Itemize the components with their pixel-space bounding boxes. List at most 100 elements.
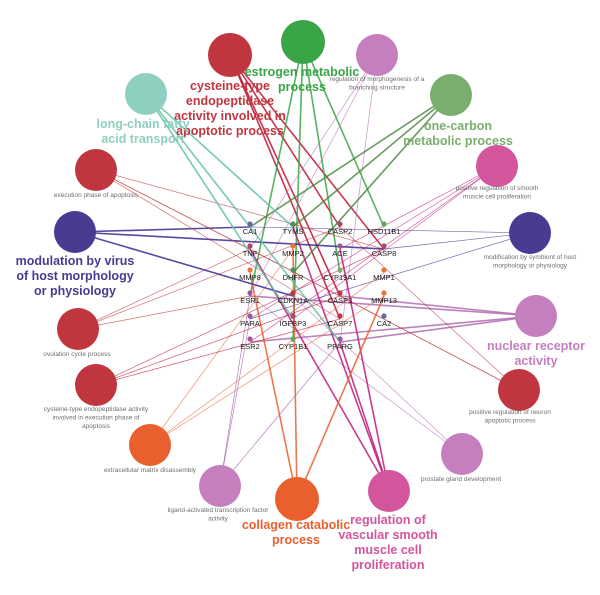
- edge-t_morph-TNF: [249, 54, 378, 250]
- gene-node-CASP2[interactable]: [337, 221, 343, 227]
- gene-node-CASP3[interactable]: [337, 290, 343, 296]
- term-label-line: positive regulation of neuron: [469, 409, 551, 416]
- term-label-line: endopeptidase: [186, 94, 274, 108]
- gene-node-CASP7[interactable]: [337, 313, 343, 319]
- term-label-line: extracellular matrix disassembly: [104, 467, 197, 474]
- gene-node-PARA[interactable]: [247, 313, 253, 319]
- term-label-line: activity: [514, 354, 557, 368]
- gene-node-HSD11B1[interactable]: [381, 221, 387, 227]
- edge-t_cys_apop-CASP2: [229, 54, 341, 228]
- term-label-line: regulation of: [350, 513, 427, 527]
- term-label-line: proliferation: [352, 558, 425, 572]
- gene-label-TYMS: TYMS: [283, 227, 304, 236]
- term-node-t_neuron[interactable]: [498, 369, 540, 411]
- edge-layer: [74, 41, 537, 500]
- gene-label-IGFBP3: IGFBP3: [280, 319, 307, 328]
- term-node-t_collagen[interactable]: [275, 477, 319, 521]
- edge-t_reg_smooth-TYMS: [292, 226, 390, 492]
- gene-node-CYP1B1[interactable]: [290, 336, 296, 342]
- edge-t_mod_virus-CDKN1A: [74, 231, 294, 297]
- term-label-line: long-chain fatty: [96, 117, 189, 131]
- term-label-t_pos_smooth: positive regulation of smooth muscle cell…: [456, 185, 539, 201]
- edge-t_exec_phase-TNF: [95, 169, 251, 250]
- edge-t_collagen-MMP8: [249, 272, 298, 500]
- term-node-t_ecm[interactable]: [129, 424, 171, 466]
- term-label-line: acid transport: [101, 132, 185, 146]
- term-node-t_ligand[interactable]: [199, 465, 241, 507]
- term-node-t_cys_apop[interactable]: [208, 33, 252, 77]
- term-node-t_mod_sym[interactable]: [509, 212, 551, 254]
- term-node-t_estrogen[interactable]: [281, 20, 325, 64]
- term-label-line: positive regulation of smooth: [456, 185, 539, 192]
- term-label-line: involved in execution phase of: [52, 415, 139, 422]
- edge-t_ligand-PARA: [219, 318, 251, 487]
- gene-node-ESR1[interactable]: [247, 290, 253, 296]
- gene-label-CA2: CA2: [377, 319, 392, 328]
- gene-label-ESR1: ESR1: [240, 296, 260, 305]
- term-node-t_pos_smooth[interactable]: [476, 145, 518, 187]
- edge-t_nuclear-CASP3: [339, 295, 537, 317]
- gene-node-MMP2[interactable]: [290, 243, 296, 249]
- gene-label-PARA: PARA: [240, 319, 260, 328]
- term-node-t_prostate[interactable]: [441, 433, 483, 475]
- edge-t_prostate-CDKN1A: [292, 295, 463, 455]
- term-label-line: morphology or physiology: [493, 263, 568, 270]
- edge-t_reg_smooth-PPARG: [339, 341, 390, 492]
- gene-node-MMP8[interactable]: [247, 267, 253, 273]
- gene-node-CA1[interactable]: [247, 221, 253, 227]
- edge-t_onecarbon-DHFR: [292, 94, 452, 274]
- gene-node-ESR2[interactable]: [247, 336, 253, 342]
- gene-node-TNF[interactable]: [247, 243, 253, 249]
- term-node-t_exec_phase[interactable]: [75, 149, 117, 191]
- edge-t_ovulation-TNF: [77, 248, 251, 330]
- term-node-t_ovulation[interactable]: [57, 308, 99, 350]
- edge-t_cys_exec-CASP7: [95, 318, 341, 386]
- gene-node-DHFR[interactable]: [290, 267, 296, 273]
- term-label-line: activity involved in: [174, 109, 286, 123]
- gene-node-IGFBP3[interactable]: [290, 313, 296, 319]
- term-label-t_prostate: prostate gland development: [421, 476, 501, 483]
- edge-t_nuclear-ESR2: [249, 315, 537, 343]
- edge-t_exec_phase-CASP7: [95, 169, 341, 320]
- edge-t_pos_smooth-ACE: [339, 165, 498, 250]
- gene-node-CASP8[interactable]: [381, 243, 387, 249]
- gene-label-CDKN1A: CDKN1A: [278, 296, 308, 305]
- term-node-t_morph[interactable]: [356, 34, 398, 76]
- term-node-t_onecarbon[interactable]: [430, 74, 472, 116]
- term-label-t_ecm: extracellular matrix disassembly: [104, 467, 197, 474]
- gene-label-ESR2: ESR2: [240, 342, 260, 351]
- edge-t_onecarbon-TYMS: [292, 94, 452, 228]
- term-label-line: apoptotic process: [485, 418, 537, 425]
- gene-label-TNF: TNF: [243, 249, 258, 258]
- term-node-t_longchain[interactable]: [125, 73, 167, 115]
- gene-node-MMP1[interactable]: [381, 267, 387, 273]
- gene-node-PPARG[interactable]: [337, 336, 343, 342]
- term-node-t_cys_exec[interactable]: [75, 364, 117, 406]
- edge-t_prostate-ESR1: [249, 295, 463, 455]
- edge-t_longchain-PPARG: [145, 93, 341, 343]
- term-node-t_nuclear[interactable]: [515, 295, 557, 337]
- gene-node-CDKN1A[interactable]: [290, 290, 296, 296]
- gene-node-TYMS[interactable]: [290, 221, 296, 227]
- term-label-t_neuron: positive regulation of neuron apoptotic p…: [469, 409, 551, 425]
- term-label-line: muscle cell proliferation: [463, 194, 531, 201]
- gene-label-MMP13: MMP13: [371, 296, 397, 305]
- term-node-t_mod_virus[interactable]: [54, 211, 96, 253]
- term-label-line: regulation of morphogenesis of a: [330, 76, 425, 83]
- edge-t_morph-ESR1: [249, 54, 378, 297]
- term-node-t_reg_smooth[interactable]: [368, 470, 410, 512]
- edge-t_cys_apop-CASP3: [229, 54, 341, 297]
- term-label-line: nuclear receptor: [487, 339, 585, 353]
- gene-node-ACE[interactable]: [337, 243, 343, 249]
- gene-label-CYP19A1: CYP19A1: [324, 273, 357, 282]
- gene-label-DHFR: DHFR: [283, 273, 304, 282]
- gene-node-CA2[interactable]: [381, 313, 387, 319]
- edge-t_ligand-PPARG: [219, 341, 341, 487]
- gene-node-CYP19A1[interactable]: [337, 267, 343, 273]
- edge-t_reg_smooth-ACE: [339, 248, 390, 492]
- gene-node-MMP13[interactable]: [381, 290, 387, 296]
